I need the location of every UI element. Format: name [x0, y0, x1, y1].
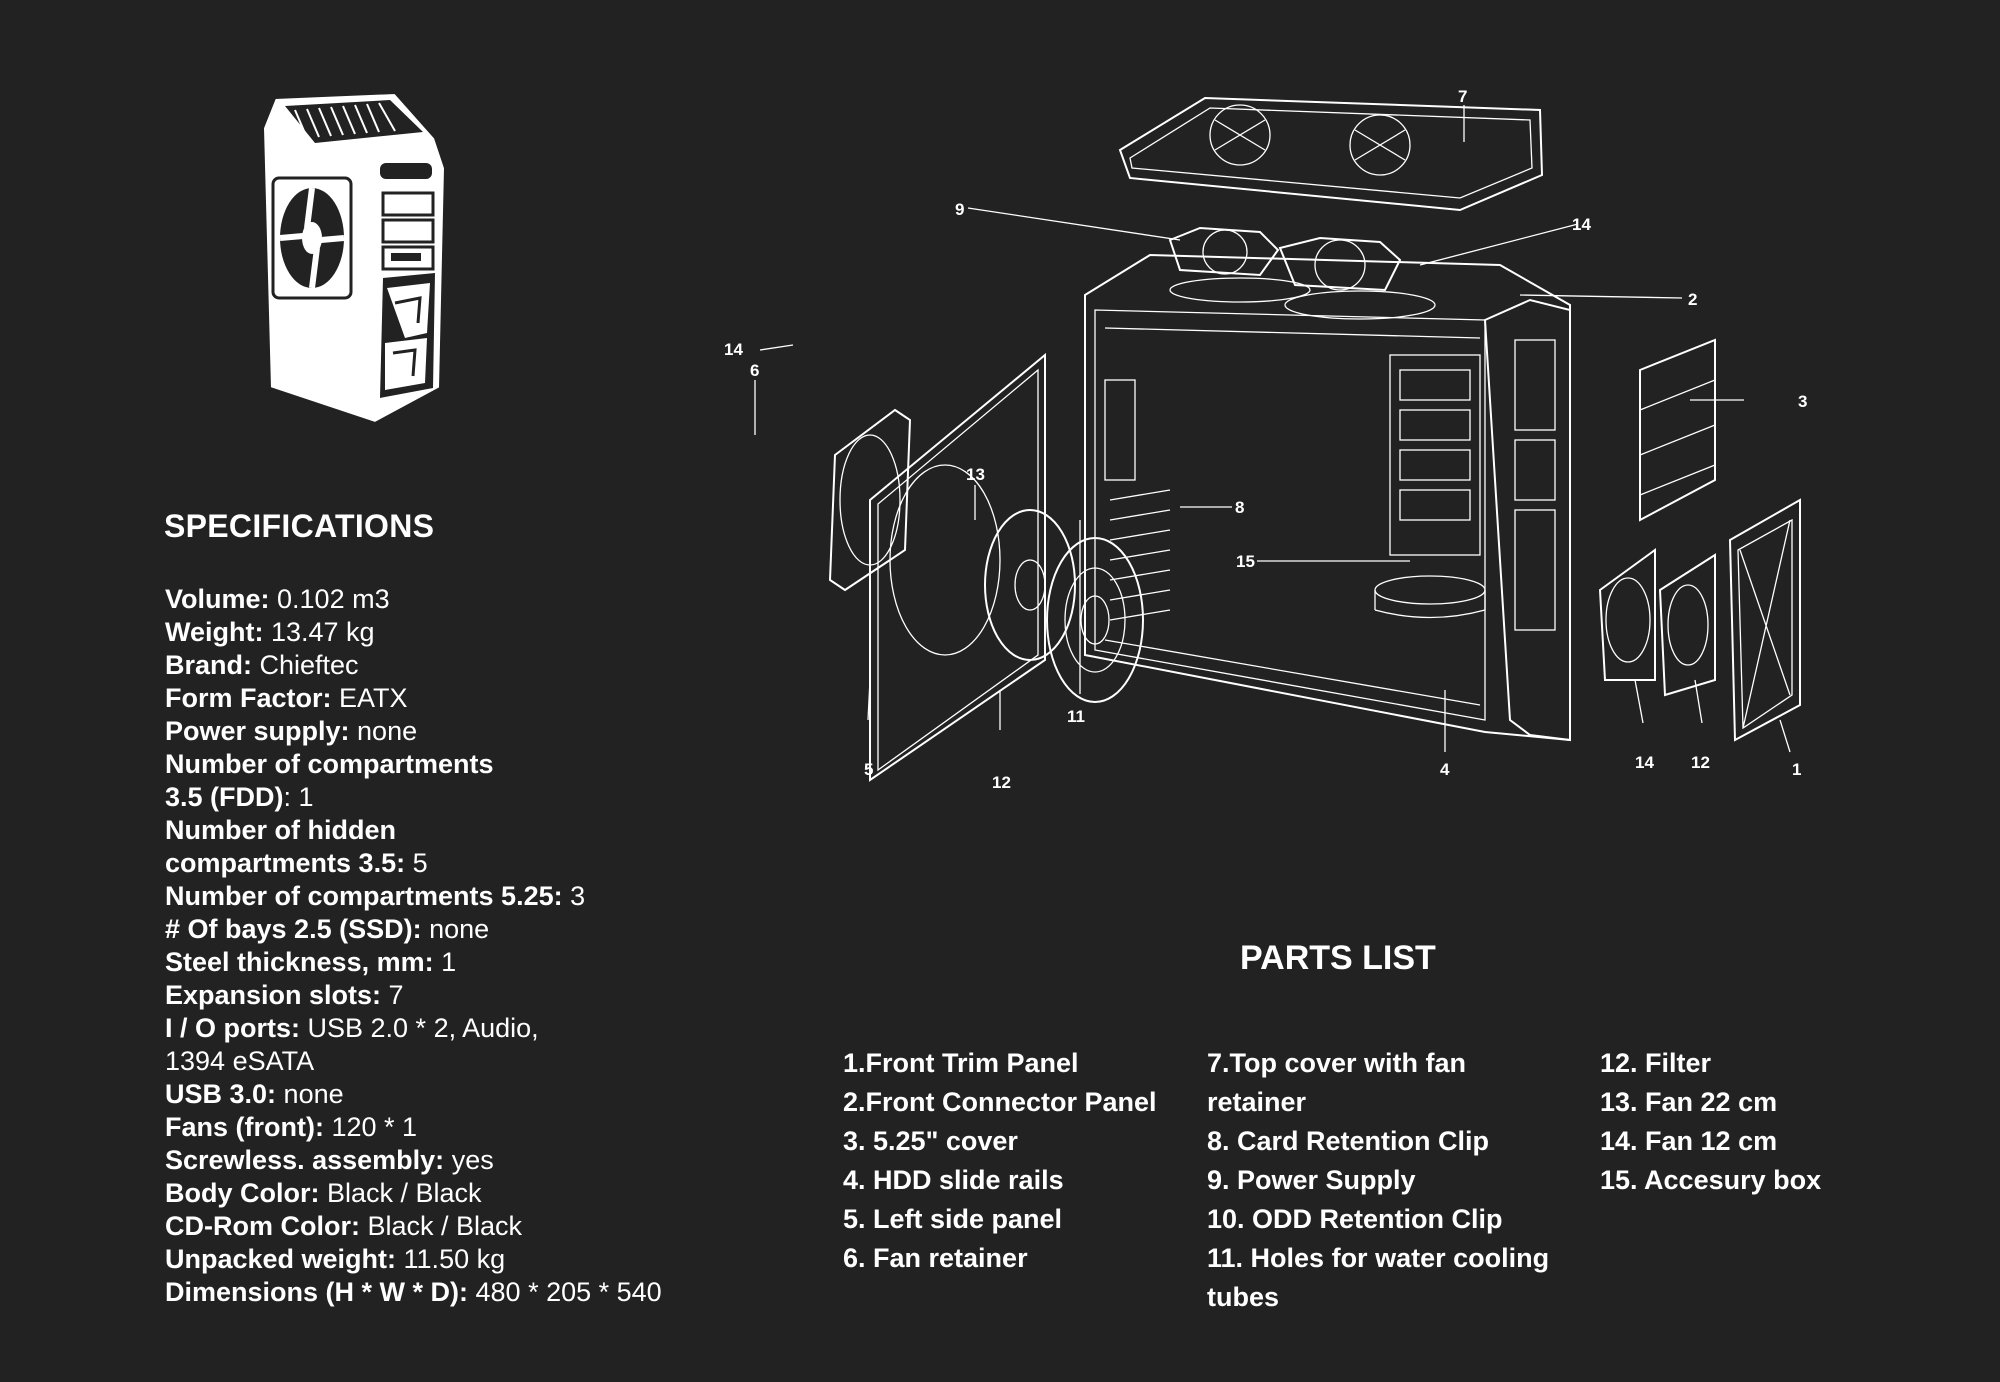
spec-row: Unpacked weight: 11.50 kg [165, 1244, 506, 1274]
fan-22cm-and-filter-part [984, 509, 1144, 703]
callout-11: 11 [1067, 707, 1085, 726]
spec-row: Dimensions (H * W * D): 480 * 205 * 540 [165, 1277, 662, 1307]
callout-14-top: 14 [1572, 215, 1591, 234]
callout-3: 3 [1798, 392, 1807, 411]
callout-12-filter: 12 [992, 773, 1011, 792]
spec-row: Power supply: none [165, 716, 418, 746]
spec-row: Screwless. assembly: yes [165, 1145, 494, 1175]
parts-list-item: 6. Fan retainer [843, 1243, 1028, 1273]
specifications-list: Volume: 0.102 m3 Weight: 13.47 kg Brand:… [165, 583, 725, 1309]
callout-15: 15 [1236, 552, 1255, 571]
spec-row: Number of compartments 5.25: 3 [165, 881, 586, 911]
spec-row: 1394 eSATA [165, 1046, 315, 1076]
top-cover-part [1118, 96, 1544, 212]
top-fans-part [1168, 226, 1436, 320]
spec-row: USB 3.0: none [165, 1079, 344, 1109]
parts-list-item: 10. ODD Retention Clip [1207, 1204, 1503, 1234]
callout-14-front: 14 [1635, 753, 1654, 772]
exploded-case-diagram: 1 2 3 4 5 6 7 8 9 11 12 12 13 14 14 14 1… [724, 87, 1807, 792]
spec-row: Volume: 0.102 m3 [165, 584, 390, 614]
spec-row: Fans (front): 120 * 1 [165, 1112, 418, 1142]
parts-list-item: 7.Top cover with fan [1207, 1048, 1467, 1078]
parts-list-column-1: 1.Front Trim Panel 2.Front Connector Pan… [843, 1044, 1203, 1278]
parts-list-item: 11. Holes for water cooling [1207, 1243, 1550, 1273]
spec-row: # Of bays 2.5 (SSD): none [165, 914, 490, 944]
parts-list-item: 8. Card Retention Clip [1207, 1126, 1490, 1156]
parts-list-column-2: 7.Top cover with fan retainer 8. Card Re… [1207, 1044, 1587, 1317]
parts-list-item: tubes [1207, 1282, 1280, 1312]
spec-row: 3.5 (FDD): 1 [165, 782, 314, 812]
spec-row: compartments 3.5: 5 [165, 848, 428, 878]
callout-leader-lines [754, 105, 1791, 753]
callout-13: 13 [966, 465, 985, 484]
callout-6: 6 [750, 361, 759, 380]
parts-list-item: 2.Front Connector Panel [843, 1087, 1157, 1117]
spec-row: CD-Rom Color: Black / Black [165, 1211, 523, 1241]
spec-row: Form Factor: EATX [165, 683, 408, 713]
spec-row: Expansion slots: 7 [165, 980, 404, 1010]
callout-9: 9 [955, 200, 964, 219]
callout-1: 1 [1792, 760, 1801, 779]
main-chassis [1084, 253, 1571, 742]
front-fans-and-trim-part [1598, 498, 1801, 742]
spec-row: Weight: 13.47 kg [165, 617, 375, 647]
specifications-title: SPECIFICATIONS [164, 508, 435, 544]
callout-12-front: 12 [1691, 753, 1710, 772]
parts-list-item: 4. HDD slide rails [843, 1165, 1064, 1195]
parts-list-title: PARTS LIST [1240, 939, 1436, 977]
callout-5: 5 [864, 760, 873, 779]
callout-7: 7 [1458, 87, 1467, 106]
parts-list-item: retainer [1207, 1087, 1307, 1117]
parts-list-item: 15. Accesury box [1600, 1165, 1822, 1195]
parts-list-item: 12. Filter [1600, 1048, 1712, 1078]
callout-2: 2 [1688, 290, 1697, 309]
case-thumbnail-illustration [261, 91, 447, 425]
cover-525-part [1639, 338, 1716, 522]
fan-retainer-part [828, 408, 912, 592]
spec-row: I / O ports: USB 2.0 * 2, Audio, [165, 1013, 539, 1043]
callout-14-side: 14 [724, 340, 743, 359]
callout-4: 4 [1440, 760, 1450, 779]
parts-list-item: 9. Power Supply [1207, 1165, 1416, 1195]
spec-row: Number of compartments [165, 749, 494, 779]
spec-row: Brand: Chieftec [165, 650, 359, 680]
spec-row: Steel thickness, mm: 1 [165, 947, 457, 977]
callout-8: 8 [1235, 498, 1244, 517]
parts-list-item: 3. 5.25" cover [843, 1126, 1018, 1156]
parts-list-item: 13. Fan 22 cm [1600, 1087, 1778, 1117]
spec-row: Body Color: Black / Black [165, 1178, 482, 1208]
spec-row: Number of hidden [165, 815, 396, 845]
parts-list-item: 1.Front Trim Panel [843, 1048, 1079, 1078]
parts-list-item: 5. Left side panel [843, 1204, 1063, 1234]
parts-list-column-3: 12. Filter 13. Fan 22 cm 14. Fan 12 cm 1… [1600, 1044, 1940, 1200]
parts-list-item: 14. Fan 12 cm [1600, 1126, 1778, 1156]
